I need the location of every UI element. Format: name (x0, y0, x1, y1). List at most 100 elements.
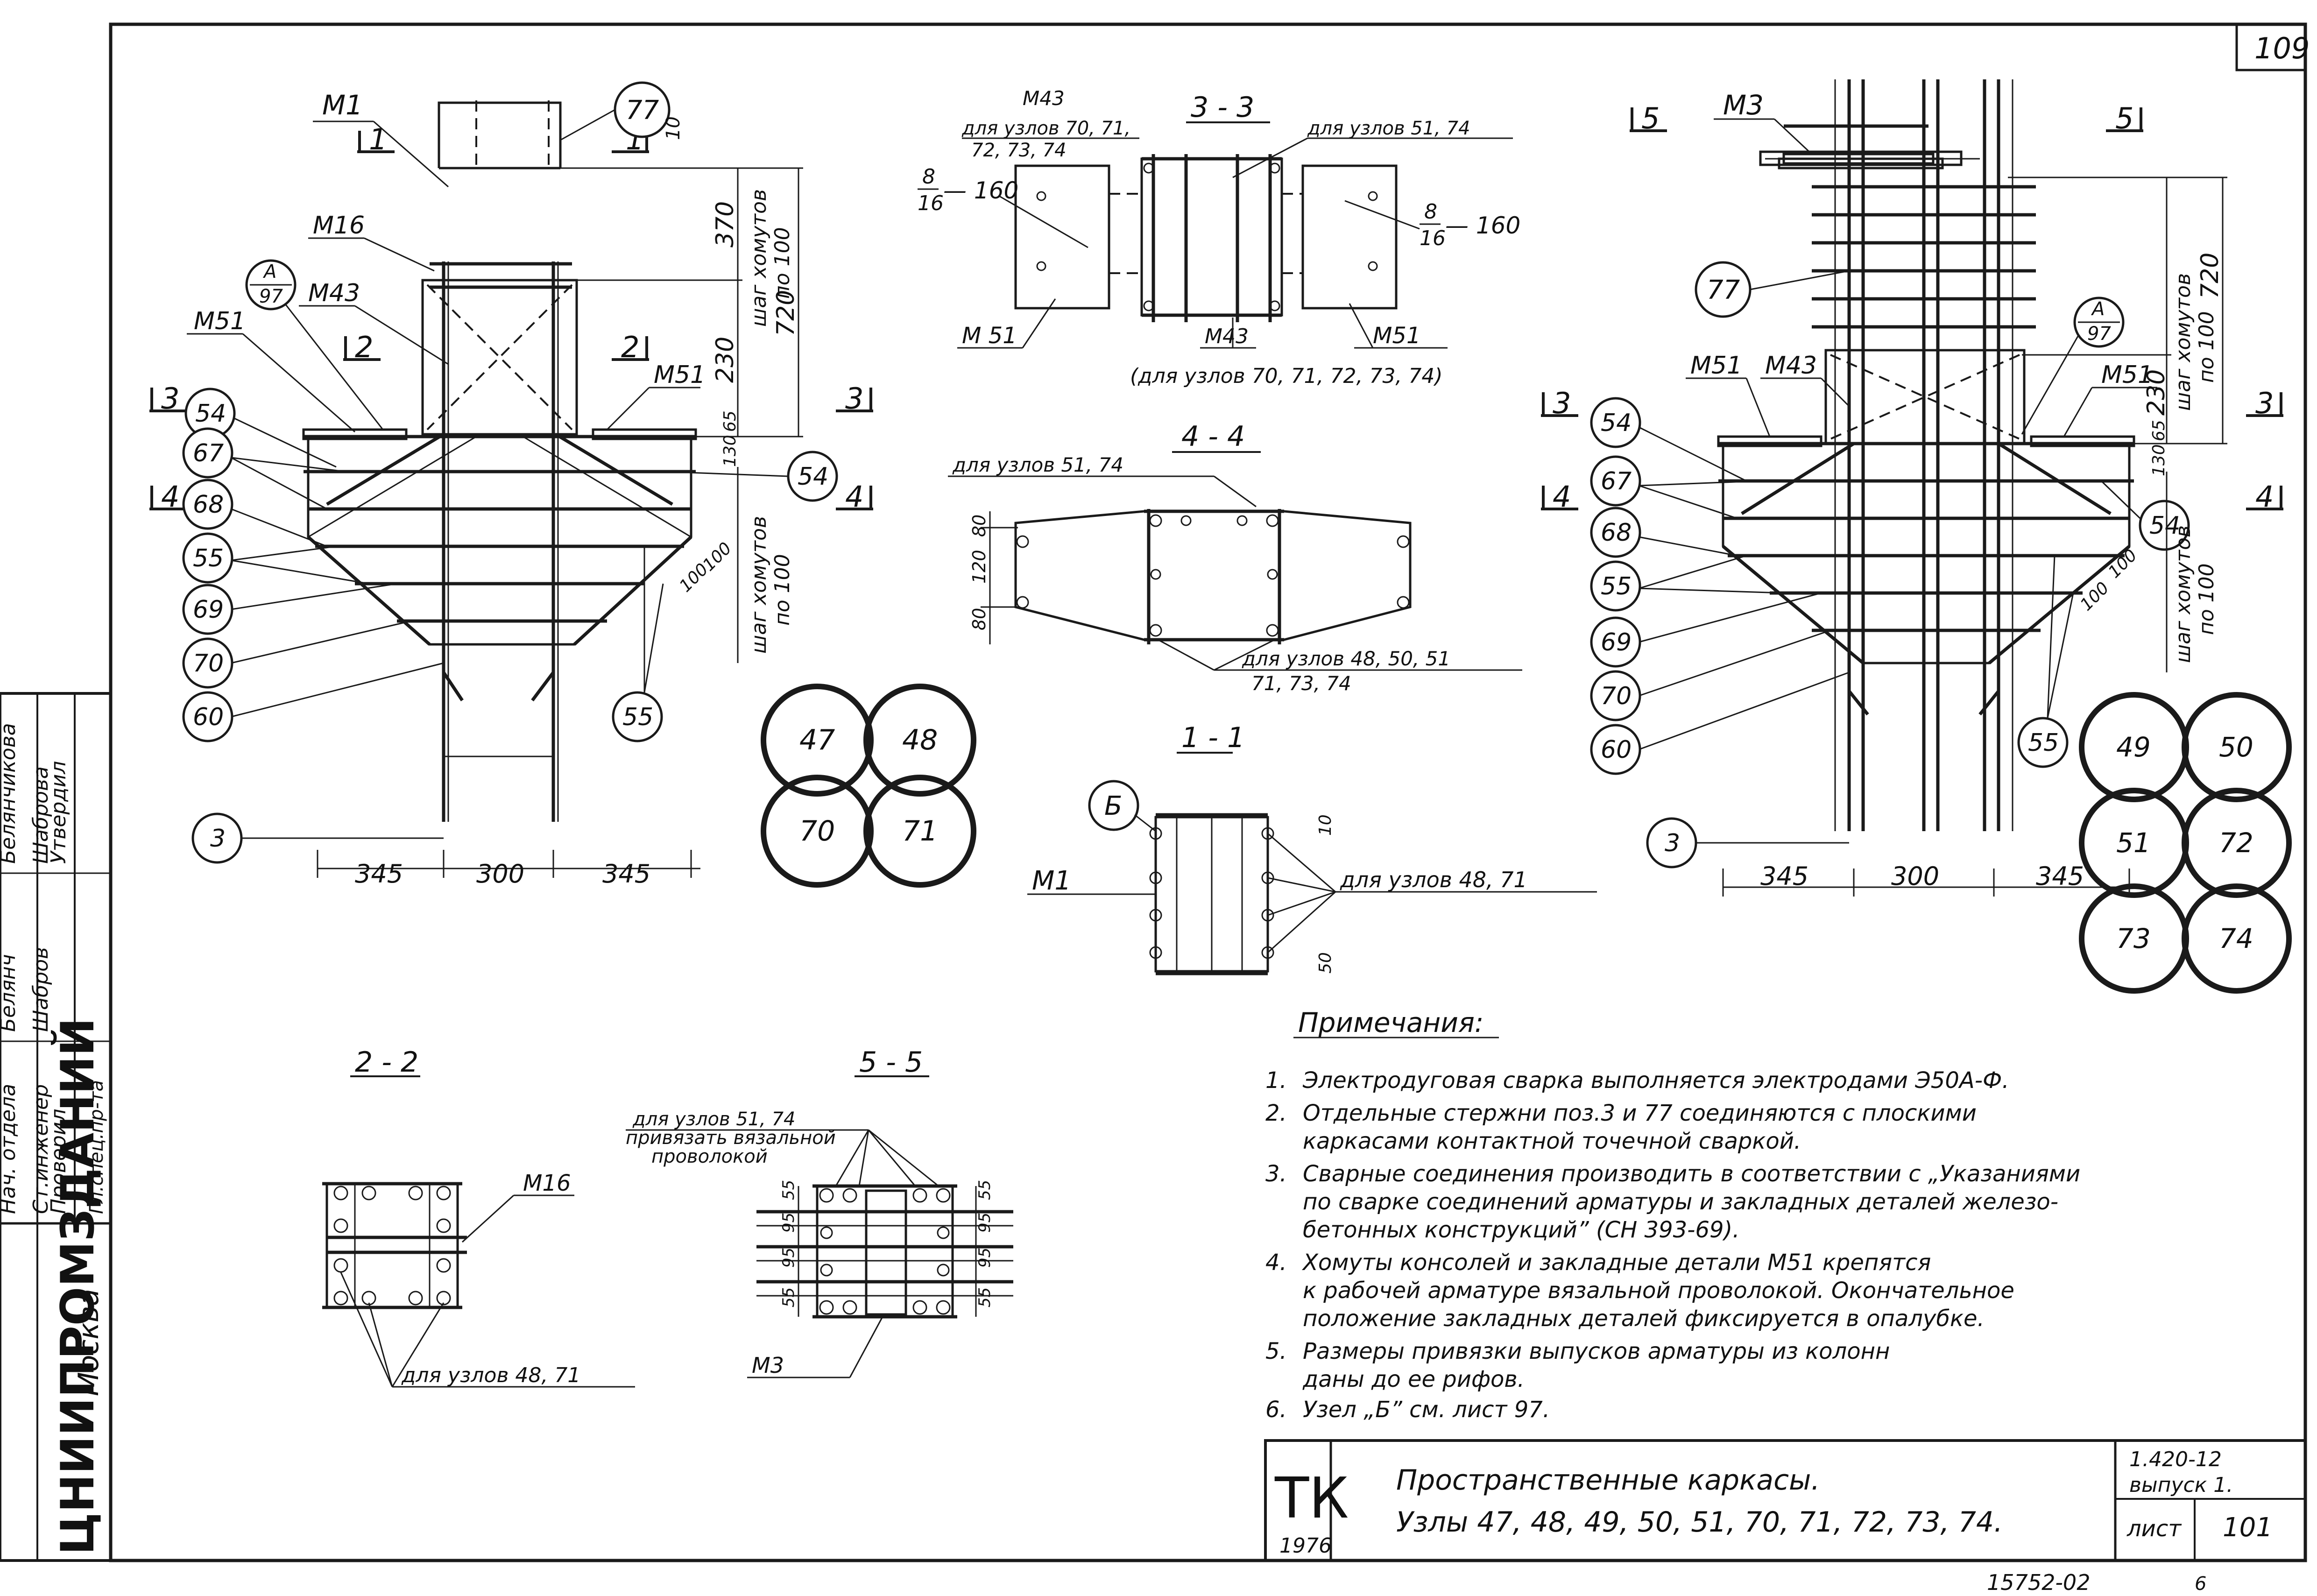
name-1: Белянчикова (0, 723, 20, 864)
sec55-note1: для узлов 51, 74 (632, 1109, 796, 1130)
title-line1: Пространственные каркасы. (1396, 1464, 1820, 1497)
role-2: Ст.инженер (29, 1084, 53, 1214)
org-name: ЦНИИПРОМЗДАНИЙ (51, 1018, 105, 1555)
right-bubbles: 77 54 67 68 55 69 70 60 3 (1590, 261, 2190, 869)
sec33-for-nodes-top2: 72, 73, 74 (971, 140, 1067, 161)
rbubble-55-right: 55 (2028, 729, 2059, 757)
left-bubbles: 77 54 67 68 55 69 70 60 3 (182, 81, 838, 864)
bubble-68: 68 (193, 491, 224, 519)
sec33-for-51-74: для узлов 51, 74 (1307, 118, 1470, 139)
corner-box (2235, 24, 2305, 71)
right-dim-100b: 100 (2105, 546, 2141, 582)
right-sec4-a: 4 (1553, 480, 1571, 514)
rbubble-54-right: 54 (2149, 512, 2180, 540)
bubble-55-right: 55 (622, 703, 653, 731)
sec44-dim-80b: 80 (969, 608, 989, 630)
sec33-title: 3 - 3 (1191, 91, 1254, 124)
sec22-for-nodes: для узлов 48, 71 (401, 1363, 580, 1387)
sec55-dim-r3: 95 (975, 1248, 994, 1268)
right-dim-230: 230 (2142, 369, 2170, 416)
rbubble-55: 55 (1601, 572, 1632, 600)
sec33-m43-top: М43 (1023, 87, 1065, 110)
left-step1b: по 100 (770, 227, 794, 299)
series-code: 1.420-12 (2129, 1448, 2222, 1471)
sec11-bubble-b: Б (1104, 791, 1122, 821)
left-sec4-b: 4 (845, 480, 863, 514)
bubble-55: 55 (193, 544, 224, 572)
sec44-dim-120: 120 (969, 550, 989, 584)
sec55-dim-l1: 55 (779, 1180, 798, 1200)
sec55-m3: М3 (752, 1353, 784, 1378)
left-sec1-a: 1 (369, 122, 387, 156)
note-3-num: 3. (1265, 1161, 1287, 1187)
signature-1: Белянч (0, 954, 20, 1032)
left-elevation: 1 1 2 2 3 3 4 4 М1 М16 М43 М51 М51 (149, 81, 873, 889)
right-step1: шаг хомутов (2171, 273, 2195, 411)
left-dim-230: 230 (711, 337, 739, 383)
node-48: 48 (902, 724, 938, 756)
note-2-line-1: Отдельные стержни поз.3 и 77 соединяются… (1303, 1100, 1977, 1126)
sec11-dim-bot: 50 (1316, 952, 1335, 974)
left-label-m16: М16 (313, 212, 365, 240)
bubble-69: 69 (193, 596, 224, 624)
sec33-m43-bottom: М43 (1205, 325, 1249, 348)
left-dim-300: 300 (476, 859, 524, 889)
note-5-num: 5. (1265, 1338, 1287, 1364)
left-dim-370: 370 (711, 201, 739, 247)
note-3-line-3: бетонных конструкций” (СН 393-69). (1303, 1217, 1740, 1243)
sec11-m1: М1 (1032, 866, 1071, 896)
sheet-number-corner: 109 (2254, 31, 2310, 65)
left-sec2-b: 2 (621, 330, 639, 364)
node-51: 51 (2116, 827, 2151, 859)
left-dim-65: 65 (721, 410, 740, 432)
org-city: Москва (72, 1289, 105, 1396)
sec55-note2: привязать вязальной (626, 1127, 836, 1149)
sec33-bottom-note: (для узлов 70, 71, 72, 73, 74) (1130, 364, 1443, 388)
right-dim-130: 130 (2149, 444, 2169, 476)
right-dim-720: 720 (2196, 253, 2224, 299)
bubble-70: 70 (193, 650, 224, 678)
left-node-group: 47 48 70 71 (761, 684, 976, 888)
section-3-3: 3 - 3 М43 для узлов 70, 71, 72, 73, 74 д… (918, 87, 1520, 388)
left-sec3-a: 3 (161, 381, 179, 416)
node-49: 49 (2116, 731, 2151, 763)
rbubble-69: 69 (1601, 629, 1632, 657)
right-dim-345a: 345 (1760, 862, 1808, 891)
left-a97-top: А (262, 261, 276, 282)
sec33-frac-right-bot: 16 (1420, 226, 1446, 250)
right-a97-bot: 97 (2087, 323, 2111, 345)
node-71: 71 (902, 815, 938, 847)
sec55-dim-r1: 55 (975, 1180, 994, 1200)
sec44-title: 4 - 4 (1181, 420, 1245, 453)
signature-2: Шабров (29, 947, 53, 1032)
note-4-line-2: к рабочей арматуре вязальной проволокой.… (1303, 1278, 2014, 1304)
sec33-frac-left-bot: 16 (918, 191, 944, 215)
left-sec4-a: 4 (161, 480, 179, 514)
right-elevation: 5 5 3 3 4 4 М3 М51 М43 М51 А 97 (1541, 79, 2283, 897)
name-2: Шаброва (29, 766, 53, 864)
rbubble-60: 60 (1601, 736, 1632, 764)
sec11-title: 1 - 1 (1181, 721, 1245, 754)
section-5-5: 5 - 5 для узлов 51, 74 привязать вязальн… (626, 1046, 1013, 1378)
right-step1b: по 100 (2195, 311, 2218, 383)
title-line2: Узлы 47, 48, 49, 50, 51, 70, 71, 72, 73,… (1396, 1506, 2003, 1539)
sheet-code-tail: 6 (2195, 1573, 2206, 1594)
right-sec4-b: 4 (2255, 480, 2274, 514)
left-dim-130: 130 (721, 435, 740, 467)
sheet-label: лист (2126, 1516, 2182, 1542)
note-4-line-3: положение закладных деталей фиксируется … (1303, 1306, 1985, 1332)
sec22-m16: М16 (523, 1170, 571, 1196)
sec11-dim-top: 10 (1316, 814, 1335, 836)
sec44-for-nodes-a: для узлов 48, 50, 51 (1242, 647, 1450, 670)
sec44-for-nodes-b: 71, 73, 74 (1251, 672, 1351, 695)
sec55-dim-l2: 95 (779, 1213, 798, 1233)
node-47: 47 (799, 724, 835, 756)
right-dim-300: 300 (1891, 862, 1939, 891)
note-1-num: 1. (1265, 1067, 1287, 1094)
notes-block: Примечания: 1. Электродуговая сварка вып… (1265, 1007, 2080, 1423)
left-label-m51-left: М51 (194, 307, 246, 335)
sec33-frac-right-val: — 160 (1445, 212, 1520, 239)
right-a97-top: А (2091, 298, 2105, 320)
node-50: 50 (2219, 731, 2253, 763)
note-4-num: 4. (1265, 1250, 1287, 1276)
